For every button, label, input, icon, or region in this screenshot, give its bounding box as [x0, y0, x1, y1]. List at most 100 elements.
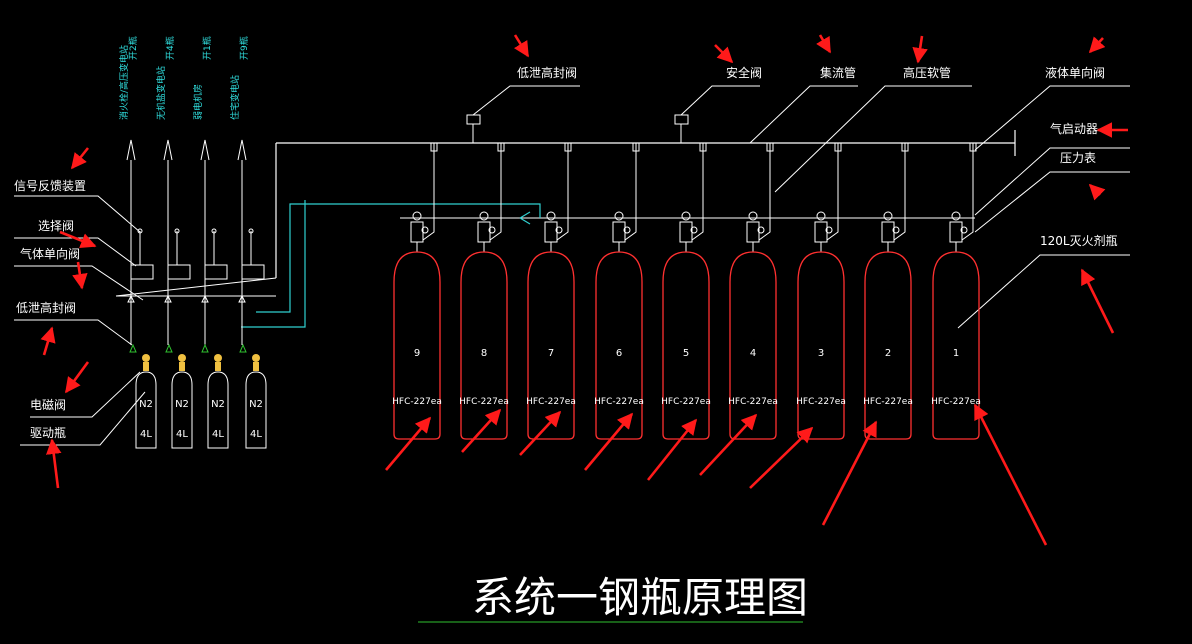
zone-label: 无机盐变电站 — [155, 66, 167, 120]
driver-valve-icon — [253, 362, 259, 371]
label-high-pressure-hose: 高压软管 — [903, 65, 951, 80]
driver-cylinder-body — [135, 371, 157, 449]
red-arrow-22 — [821, 420, 878, 526]
container-valve-icon — [612, 221, 626, 243]
cylinder-agent-label: HFC-227ea — [863, 397, 913, 407]
red-arrow-9 — [70, 147, 90, 170]
label-collector-pipe: 集流管 — [820, 65, 856, 80]
label-solenoid-valve: 电磁阀 — [30, 397, 66, 412]
agent-cylinders: 9HFC-227ea8HFC-227ea7HFC-227ea6HFC-227ea… — [392, 142, 981, 440]
driver-volume-label: 4L — [176, 429, 188, 440]
liquid-check-valve-icon — [834, 142, 842, 152]
agent-cylinder-body — [460, 251, 508, 440]
zone-branch-3: 弱电机房 开1瓶 — [192, 36, 228, 345]
selector-valve-icon — [241, 264, 265, 280]
zone-label: 消火栓/高压变电站 — [118, 45, 130, 120]
label-low-seal-valve-left: 低泄高封阀 — [16, 300, 76, 315]
arrow-up-icon — [163, 139, 173, 161]
zone-open-count: 开4瓶 — [164, 36, 176, 60]
low-seal-valve-icon — [165, 343, 173, 353]
gas-check-valve-icon — [127, 294, 135, 303]
high-pressure-hose — [961, 143, 974, 241]
red-arrow-1 — [513, 34, 530, 58]
zone-label: 住宅变电站 — [229, 75, 241, 120]
driver-gas-label: N2 — [211, 399, 225, 410]
driver-volume-label: 4L — [212, 429, 224, 440]
pressure-gauge-icon — [421, 226, 429, 234]
high-pressure-hose — [624, 143, 637, 241]
red-arrow-20 — [699, 413, 758, 476]
driver-gas-label: N2 — [139, 399, 153, 410]
cylinder-agent-label: HFC-227ea — [931, 397, 981, 407]
container-valve-icon — [949, 221, 963, 243]
high-pressure-hose — [758, 143, 771, 241]
liquid-check-valve-icon — [497, 142, 505, 152]
liquid-check-valve-icon — [766, 142, 774, 152]
solenoid-valve-icon — [214, 354, 222, 362]
pressure-gauge-icon — [555, 226, 563, 234]
driver-cylinder-body — [207, 371, 229, 449]
container-valve-icon — [410, 221, 424, 243]
high-pressure-hose — [422, 143, 435, 241]
liquid-check-valve-icon — [969, 142, 977, 152]
driver-gas-label: N2 — [175, 399, 189, 410]
gas-starter-icon — [816, 211, 826, 221]
gas-starter-icon — [681, 211, 691, 221]
red-arrow-17 — [519, 410, 562, 456]
red-arrow-18 — [584, 412, 634, 471]
zone-open-count: 开2瓶 — [127, 36, 139, 60]
driver-cylinder-3: N2 4L — [201, 343, 229, 449]
pressure-gauge-icon — [690, 226, 698, 234]
liquid-check-valve-icon — [564, 142, 572, 152]
gas-starter-icon — [883, 211, 893, 221]
label-selector-valve: 选择阀 — [38, 219, 74, 233]
cylinder-number: 4 — [750, 348, 756, 359]
gas-starter-icon — [412, 211, 422, 221]
gas-starter-icon — [951, 211, 961, 221]
driver-gas-label: N2 — [249, 399, 263, 410]
red-arrow-4 — [912, 35, 928, 64]
red-arrow-3 — [816, 34, 832, 54]
cylinder-number: 2 — [885, 348, 891, 359]
low-seal-valve-icon — [239, 343, 247, 353]
cylinder-agent-label: HFC-227ea — [392, 397, 442, 407]
cylinder-number: 3 — [818, 348, 824, 359]
agent-cylinder-body — [595, 251, 643, 440]
container-valve-icon — [814, 221, 828, 243]
label-low-seal-valve-top: 低泄高封阀 — [517, 65, 577, 80]
zone-branch-1: 消火栓/高压变电站开2瓶 — [118, 36, 154, 345]
agent-cylinder-body — [527, 251, 575, 440]
cylinder-agent-label: HFC-227ea — [594, 397, 644, 407]
zone-branch-2: 无机盐变电站 开4瓶 — [155, 36, 191, 345]
zone-label: 弱电机房 — [192, 84, 204, 120]
selector-valve-icon — [204, 264, 228, 280]
container-valve-icon — [477, 221, 491, 243]
high-pressure-hose — [489, 143, 502, 241]
driver-volume-label: 4L — [140, 429, 152, 440]
gas-starter-icon — [614, 211, 624, 221]
zone-open-count: 开9瓶 — [238, 36, 250, 60]
arrow-up-icon — [200, 139, 210, 161]
liquid-check-valve-icon — [632, 142, 640, 152]
liquid-check-valve-icon — [699, 142, 707, 152]
cylinder-agent-label: HFC-227ea — [728, 397, 778, 407]
driver-valve-icon — [143, 362, 149, 371]
cylinder-number: 1 — [953, 348, 959, 359]
container-valve-icon — [881, 221, 895, 243]
pressure-gauge-icon — [892, 226, 900, 234]
label-pressure-gauge: 压力表 — [1060, 151, 1096, 165]
container-valve-icon — [746, 221, 760, 243]
agent-cylinder-body — [729, 251, 777, 440]
gas-starter-icon — [546, 211, 556, 221]
cyan-pilot-pipe — [241, 200, 541, 328]
pressure-gauge-icon — [757, 226, 765, 234]
zone-open-count: 开1瓶 — [201, 36, 213, 60]
